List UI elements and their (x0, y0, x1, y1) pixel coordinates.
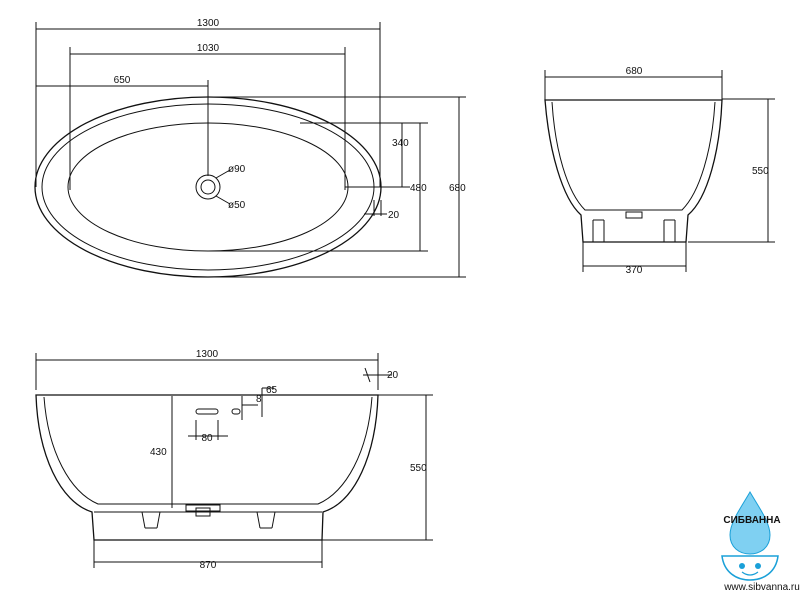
dim-label: 680 (449, 183, 466, 194)
side-view: 680 550 370 (544, 66, 775, 276)
dim-label: 550 (752, 166, 769, 177)
dim-overall-length: 1300 (35, 18, 381, 187)
tub-side-inner (551, 101, 716, 211)
dim-inner-width: 480 (208, 122, 428, 252)
overflow-icon (195, 408, 241, 415)
dim-overall-width: 680 (208, 96, 466, 278)
dim-label: 20 (388, 210, 400, 221)
dim-label: 1300 (196, 349, 219, 360)
water-drop-icon (729, 490, 771, 555)
dim-label: 8 (256, 394, 262, 405)
front-view: 1300 20 65 8 80 430 (35, 349, 433, 571)
dim-label: 680 (626, 66, 643, 77)
brand-logo: СИБВАННА www.sibvanna.ru (721, 490, 800, 593)
drain-outer-label: ø90 (228, 164, 246, 175)
dim-overflow-offset: 65 8 (241, 385, 278, 420)
dim-label: 370 (626, 265, 643, 276)
dim-label: 65 (266, 385, 278, 396)
dim-label: 430 (150, 447, 167, 458)
dim-side-base: 370 (582, 242, 687, 276)
tub-side-profile (544, 99, 723, 243)
top-view: 1300 1030 650 ø90 ø50 340 (34, 18, 466, 278)
dim-label: 1030 (197, 43, 220, 54)
dim-inner-length: 1030 (69, 43, 346, 190)
dim-front-base: 870 (93, 540, 323, 571)
drain-callout: ø90 ø50 (215, 164, 246, 211)
dim-label: 20 (387, 370, 399, 381)
dim-front-height: 550 (322, 394, 433, 541)
dim-side-width: 680 (544, 66, 723, 100)
tub-front-profile (35, 394, 379, 541)
dim-label: 650 (114, 75, 131, 86)
dim-drain-offset: 650 (36, 75, 209, 176)
dim-label: 80 (201, 433, 213, 444)
feet (141, 504, 276, 529)
dim-front-rim: 20 (363, 367, 399, 383)
dim-label: 1300 (197, 18, 220, 29)
brand-url: www.sibvanna.ru (723, 582, 800, 593)
feet (592, 211, 676, 242)
drain-inner-label: ø50 (228, 200, 246, 211)
dim-side-height: 550 (688, 98, 775, 243)
dim-overflow-width: 80 (188, 420, 228, 444)
tub-front-inner (43, 396, 373, 505)
dim-label: 480 (410, 183, 427, 194)
dim-label: 870 (200, 560, 217, 571)
bathtub-icon (721, 555, 779, 581)
brand-name: СИБВАННА (723, 515, 780, 526)
dim-overflow-elevation: 430 (150, 396, 173, 508)
dim-label: 340 (392, 138, 409, 149)
dim-rim: 20 (364, 200, 400, 221)
dim-front-length: 1300 (35, 349, 379, 390)
dim-label: 550 (410, 463, 427, 474)
